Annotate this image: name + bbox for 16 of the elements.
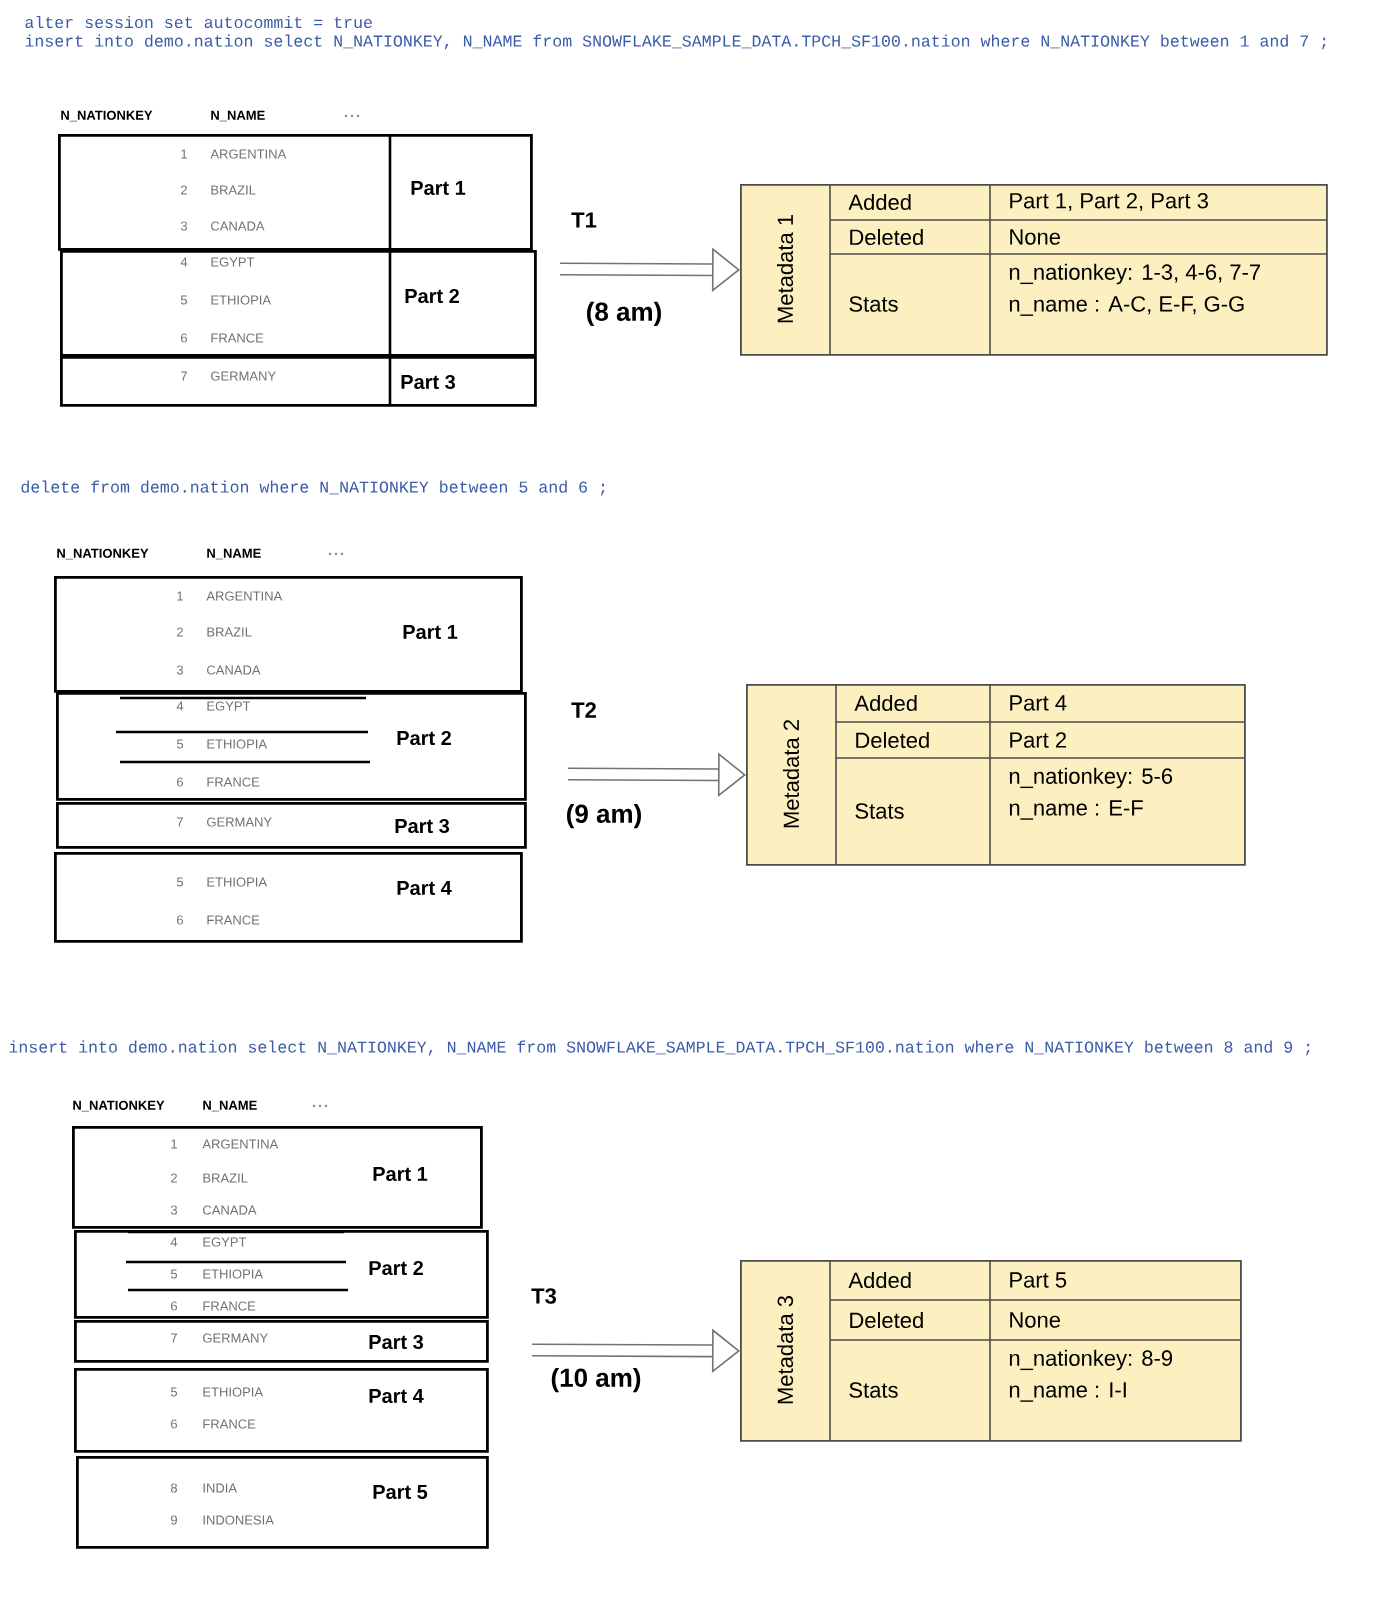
time-label: (9 am) xyxy=(567,803,641,829)
code-line: insert into demo.nation select N_NATIONKEY, N_NAME from SNOWFLAKE_SAMPLE_DATA.TPCH_SF100.nation where N_NATIONKEY between 8 and 9 ; xyxy=(9,1040,1310,1056)
arrow xyxy=(567,752,746,797)
arrow xyxy=(560,247,740,292)
edge-label: T1 xyxy=(571,212,597,228)
metadata-table: Metadata 2 Added Part 4 Deleted Part 2 Stats n_nationkey: 5-6 n_name : E-F xyxy=(746,683,1246,866)
time-label: (10 am) xyxy=(551,1367,641,1393)
edge-label: T3 xyxy=(531,1288,557,1304)
time-label: (8 am) xyxy=(587,301,661,327)
edge-label: T2 xyxy=(571,702,596,718)
metadata-table: Metadata 3 Added Part 5 Deleted None Stats n_nationkey: 8-9 n_name : I-I xyxy=(740,1259,1242,1442)
metadata-table: Metadata 1 Added Part 1, Part 2, Part 3 Deleted None Stats n_nationkey: 1-3, 4-6, 7-7 n_name : A-C, E-F, G-G xyxy=(740,183,1328,356)
code-line: delete from demo.nation where N_NATIONKEY between 5 and 6 ; xyxy=(21,480,605,496)
code-line: alter session set autocommit = true xyxy=(25,15,372,29)
code-line: insert into demo.nation select N_NATIONKEY, N_NAME from SNOWFLAKE_SAMPLE_DATA.TPCH_SF100.nation where N_NATIONKEY between 1 and 7 ; xyxy=(25,34,1326,50)
arrow xyxy=(531,1328,740,1373)
